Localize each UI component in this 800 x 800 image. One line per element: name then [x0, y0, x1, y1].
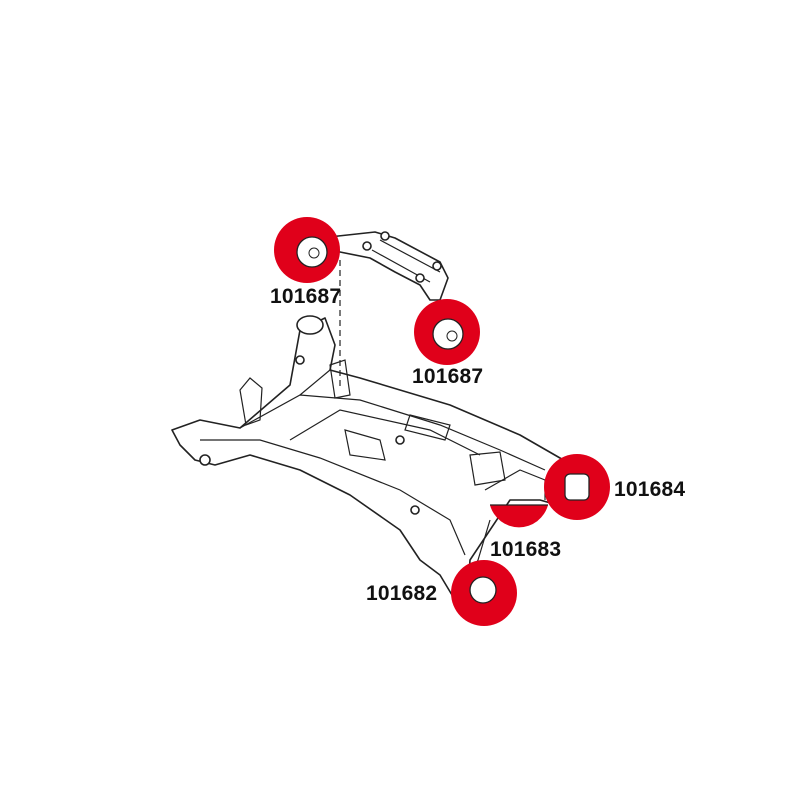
bushing-highlight-101687-rear	[414, 299, 480, 365]
upper-arm-drawing	[319, 231, 449, 301]
bushing-highlight-101683	[490, 504, 548, 528]
part-label-101684: 101684	[614, 478, 686, 501]
bushing-highlight-101687-front	[274, 217, 340, 283]
subframe-drawing	[171, 315, 591, 601]
bushing-highlight-101682	[451, 560, 517, 626]
bushing-highlight-101684	[544, 454, 610, 520]
part-label-101683: 101683	[490, 538, 562, 561]
part-label-101687-rear: 101687	[412, 365, 484, 388]
part-label-101687-front: 101687	[270, 285, 342, 308]
part-label-101682: 101682	[366, 582, 438, 605]
